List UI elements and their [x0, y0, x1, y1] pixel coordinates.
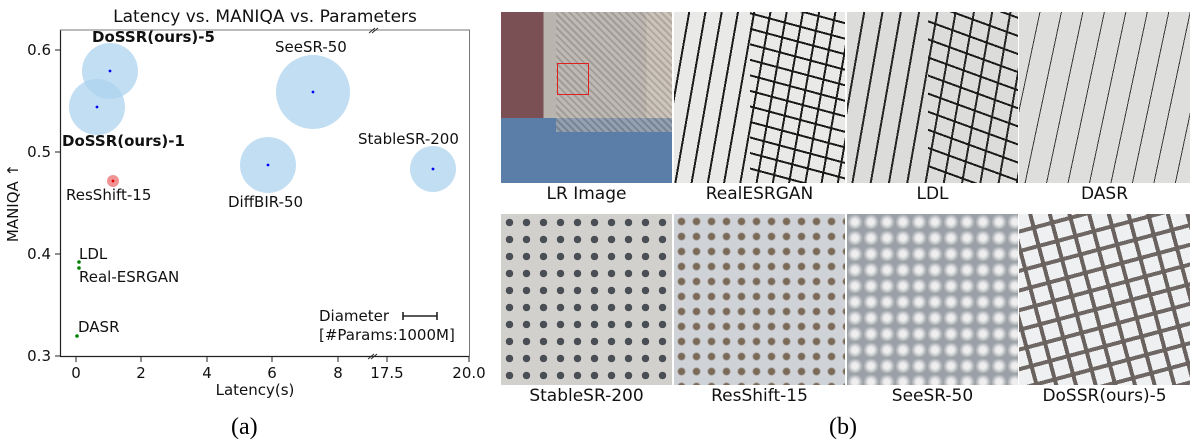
- svg-text:8: 8: [333, 364, 343, 382]
- bubbles: [69, 43, 456, 193]
- axis-break-top: [368, 27, 379, 34]
- svg-text:20.0: 20.0: [452, 364, 485, 382]
- caption-a: (a): [231, 414, 258, 440]
- caption-b: (b): [829, 414, 857, 440]
- axis-break-bottom: [367, 353, 378, 360]
- svg-text:2: 2: [136, 364, 146, 382]
- label-seesr-50: SeeSR-50: [275, 38, 347, 56]
- label-ldl: LDL: [79, 245, 108, 263]
- x-ticks: 0 2 4 6 8 17.5 20.0: [71, 357, 486, 382]
- svg-text:0.4: 0.4: [27, 245, 51, 263]
- svg-text:0.3: 0.3: [27, 347, 51, 365]
- svg-text:17.5: 17.5: [370, 364, 403, 382]
- tile-label-realesrgan: RealESRGAN: [705, 184, 814, 204]
- label-dossr-5: DoSSR(ours)-5: [92, 28, 215, 46]
- diameter-legend: Diameter [#Params:1000M]: [319, 307, 455, 344]
- tile-label-dasr: DASR: [1080, 184, 1129, 204]
- center-points: [75, 69, 435, 338]
- tile-label-stablesr-200: StableSR-200: [529, 386, 644, 406]
- tile-stablesr-200[interactable]: [501, 214, 672, 385]
- svg-text:0.5: 0.5: [27, 143, 51, 161]
- texture-overlay: [750, 12, 845, 183]
- chart-title: Latency vs. MANIQA vs. Parameters: [113, 7, 417, 27]
- tile-label-resshift-15: ResShift-15: [711, 386, 808, 406]
- y-axis-label: MANIQA ↑: [4, 164, 22, 242]
- y-ticks: 0.6 0.5 0.4 0.3: [27, 41, 60, 365]
- svg-text:0.6: 0.6: [27, 41, 51, 59]
- label-resshift-15: ResShift-15: [66, 186, 151, 204]
- diameter-scale-bar: [402, 312, 438, 320]
- svg-text:0: 0: [71, 364, 81, 382]
- tile-label-seesr-50: SeeSR-50: [891, 386, 974, 406]
- label-real-esrgan: Real-ESRGAN: [79, 268, 179, 286]
- lr-inner-texture: [556, 12, 672, 132]
- latency-maniqa-chart: Latency vs. MANIQA vs. Parameters 0.6 0.…: [4, 7, 486, 399]
- tile-label-lr-image: LR Image: [546, 184, 627, 204]
- x-axis-label: Latency(s): [216, 381, 295, 399]
- point-dasr[interactable]: [75, 334, 79, 338]
- tile-dossr-5[interactable]: [1019, 214, 1190, 385]
- label-diffbir-50: DiffBIR-50: [228, 193, 303, 211]
- tile-label-ldl: LDL: [916, 184, 949, 204]
- point-ldl[interactable]: [77, 260, 81, 264]
- tile-ldl[interactable]: [847, 12, 1018, 183]
- label-dossr-1: DoSSR(ours)-1: [62, 132, 185, 150]
- lr-red-rectangle: [557, 63, 589, 95]
- tile-resshift-15[interactable]: [674, 214, 845, 385]
- texture-overlay: [928, 12, 1018, 183]
- svg-text:Diameter: Diameter: [319, 307, 390, 325]
- svg-text:4: 4: [202, 364, 212, 382]
- tile-lr-image[interactable]: [501, 12, 672, 183]
- tile-seesr-50[interactable]: [847, 214, 1018, 385]
- point-real-esrgan[interactable]: [77, 266, 81, 270]
- tile-realesrgan[interactable]: [674, 12, 845, 183]
- label-dasr: DASR: [78, 318, 120, 336]
- svg-text:[#Params:1000M]: [#Params:1000M]: [319, 326, 455, 344]
- svg-text:6: 6: [267, 364, 277, 382]
- tile-label-dossr-5: DoSSR(ours)-5: [1042, 386, 1167, 406]
- label-stablesr-200: StableSR-200: [358, 130, 459, 148]
- tile-dasr[interactable]: [1019, 12, 1190, 183]
